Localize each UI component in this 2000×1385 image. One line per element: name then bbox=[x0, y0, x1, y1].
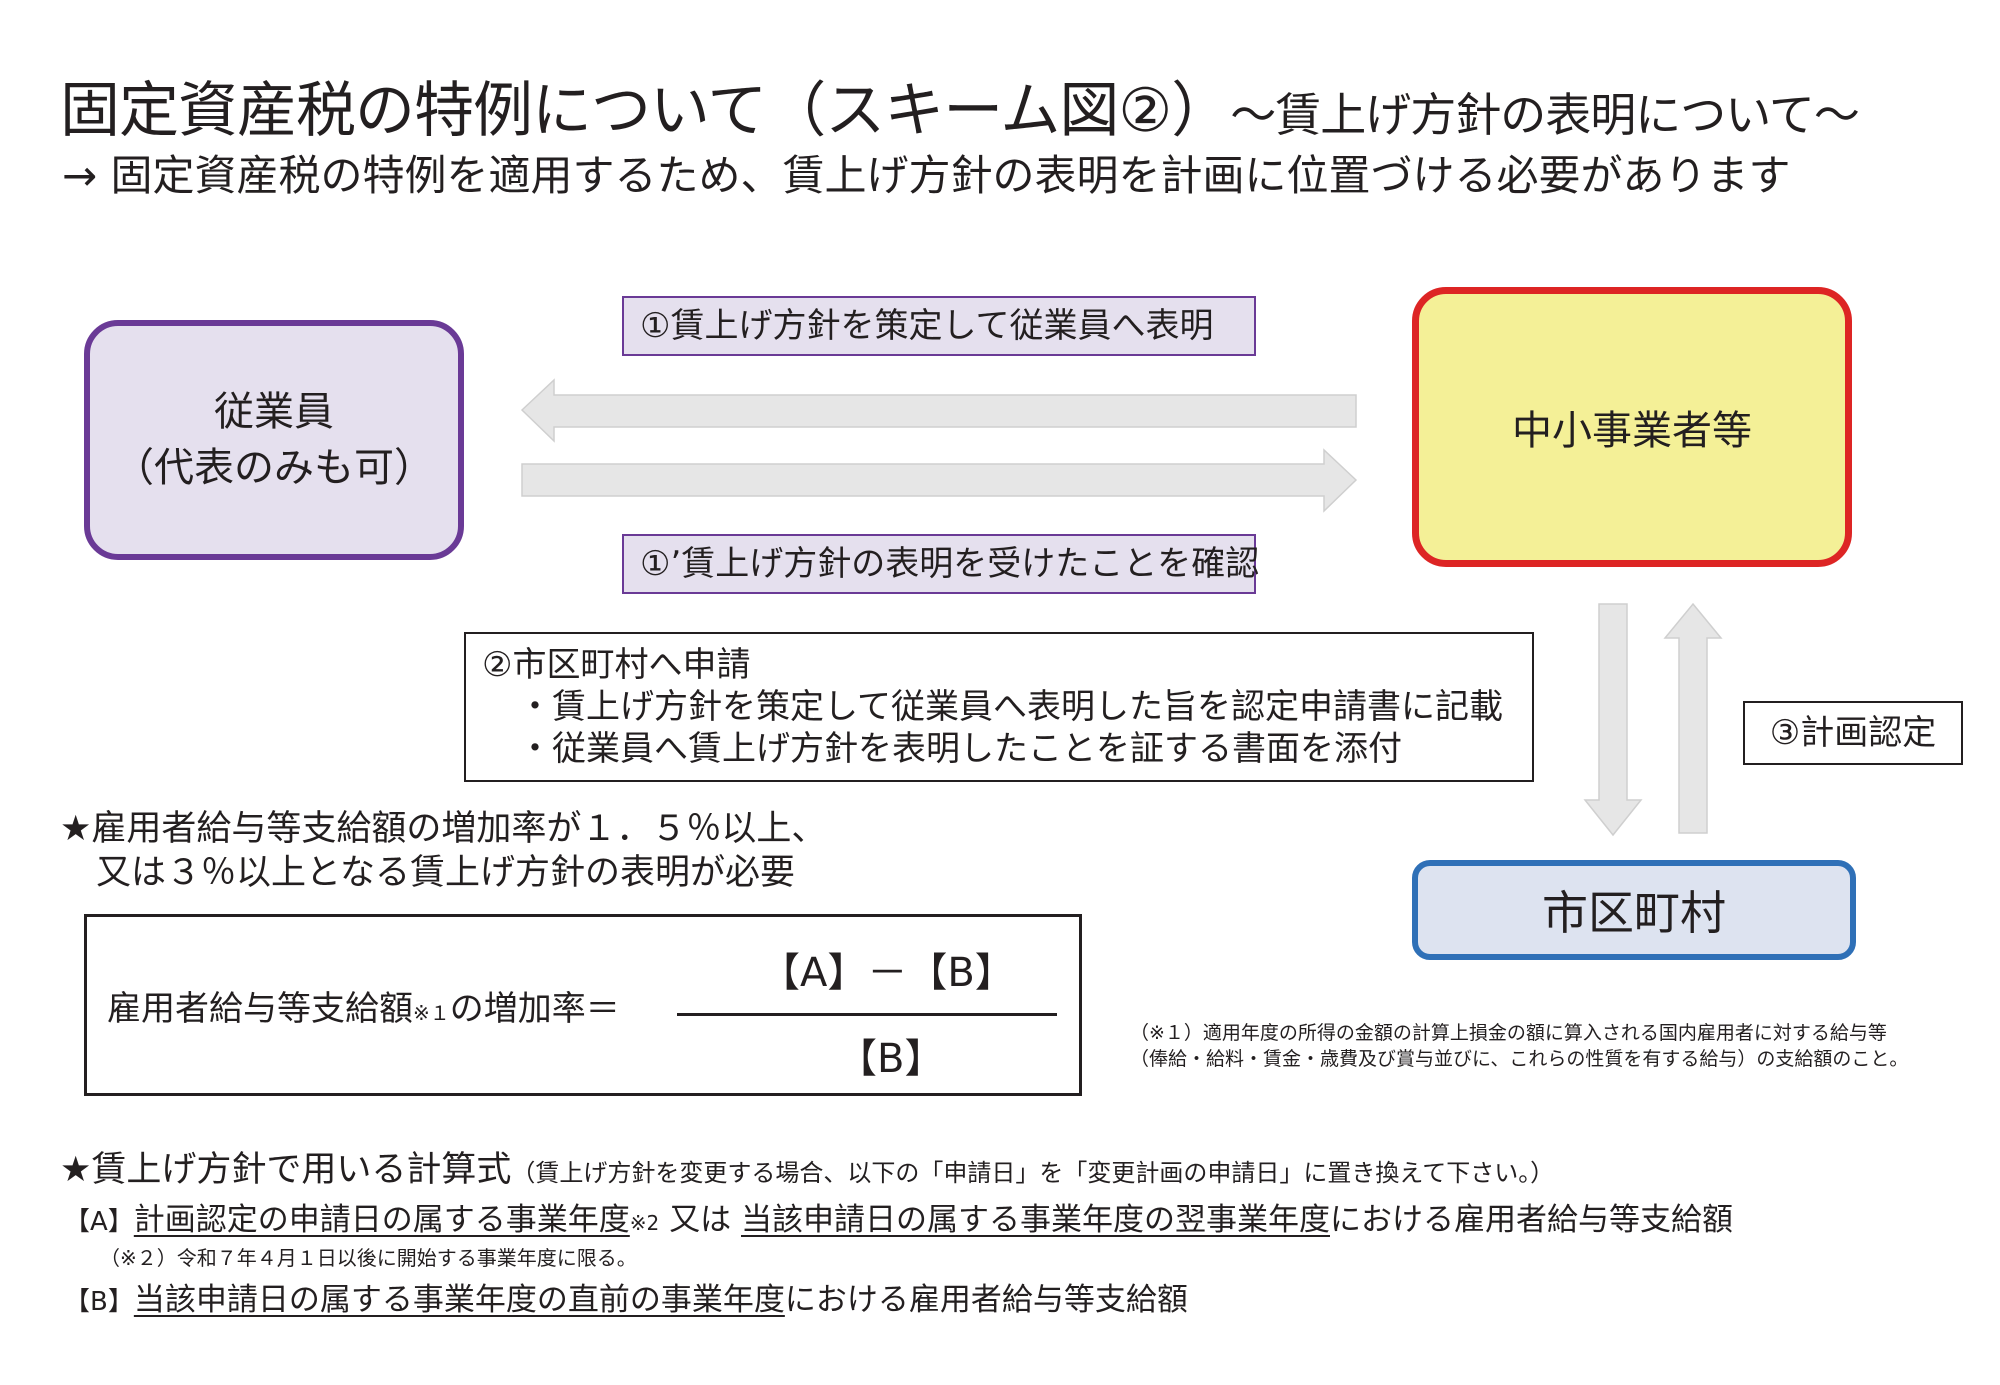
sme-label: 中小事業者等 bbox=[1512, 408, 1752, 454]
formula-denominator: 【B】 bbox=[837, 1036, 945, 1082]
formula-lhs-suffix: の増加率＝ bbox=[449, 989, 620, 1029]
city-node: 市区町村 bbox=[1412, 860, 1856, 960]
definition-b: 【B】当該申請日の属する事業年度の直前の事業年度における雇用者給与等支給額 bbox=[64, 1278, 1188, 1324]
calc-heading-note: （賃上げ方針を変更する場合、以下の「申請日」を「変更計画の申請日」に置き換えて下… bbox=[511, 1159, 1555, 1187]
employee-label: 従業員 bbox=[214, 389, 334, 435]
formula-box: 雇用者給与等支給額※１の増加率＝ 【A】－【B】 【B】 bbox=[84, 914, 1082, 1096]
step3-label: ③計画認定 bbox=[1743, 701, 1963, 765]
step2-application-box: ②市区町村へ申請 ・賃上げ方針を策定して従業員へ表明した旨を認定申請書に記載 ・… bbox=[464, 632, 1534, 782]
definition-b-mark: 【B】 bbox=[64, 1287, 134, 1317]
employee-sublabel: （代表のみも可） bbox=[114, 445, 434, 491]
title-main: 固定資産税の特例について（スキーム図②） bbox=[60, 76, 1231, 146]
definition-a-mark: 【A】 bbox=[64, 1207, 134, 1237]
step1-confirm-label: ①’賃上げ方針の表明を受けたことを確認 bbox=[622, 534, 1259, 594]
footnote-1-line-2: （俸給・給料・賃金・歳費及び賞与並びに、これらの性質を有する給与）の支給額のこと… bbox=[1130, 1048, 1909, 1070]
footnote-2: （※２）令和７年４月１日以後に開始する事業年度に限る。 bbox=[100, 1246, 637, 1270]
requirement-line-1: ★雇用者給与等支給額の増加率が１．５％以上、 bbox=[60, 809, 827, 849]
calc-heading-text: ★賃上げ方針で用いる計算式 bbox=[60, 1150, 512, 1190]
definition-a-mid: 又は bbox=[659, 1202, 741, 1238]
arrow-to-employee bbox=[520, 378, 1357, 443]
requirement-line-2: 又は３％以上となる賃上げ方針の表明が必要 bbox=[96, 853, 795, 893]
formula-lhs: 雇用者給与等支給額※１の増加率＝ bbox=[107, 989, 620, 1033]
arrow-to-sme-from-city bbox=[1663, 602, 1723, 834]
title-sub: 〜賃上げ方針の表明について〜 bbox=[1230, 88, 1860, 142]
definition-a-part-2: 当該申請日の属する事業年度の翌事業年度 bbox=[741, 1202, 1330, 1238]
arrow-to-city bbox=[1583, 603, 1643, 837]
definition-a: 【A】計画認定の申請日の属する事業年度※2 又は 当該申請日の属する事業年度の翌… bbox=[64, 1198, 1733, 1245]
fraction-bar bbox=[677, 1013, 1057, 1016]
formula-numerator: 【A】－【B】 bbox=[760, 950, 1015, 996]
employee-node: 従業員 （代表のみも可） bbox=[84, 320, 464, 560]
formula-lhs-note: ※１ bbox=[413, 1001, 450, 1025]
city-label: 市区町村 bbox=[1542, 886, 1726, 940]
footnote-1: （※１）適用年度の所得の金額の計算上損金の額に算入される国内雇用者に対する給与等… bbox=[1130, 1020, 1908, 1072]
calc-heading: ★賃上げ方針で用いる計算式（賃上げ方針を変更する場合、以下の「申請日」を「変更計… bbox=[60, 1146, 1554, 1197]
step2-bullet-2: ・従業員へ賃上げ方針を表明したことを証する書面を添付 bbox=[518, 729, 1402, 769]
definition-a-note: ※2 bbox=[629, 1211, 660, 1235]
formula-lhs-text: 雇用者給与等支給額 bbox=[107, 989, 413, 1029]
step1-label: ①賃上げ方針を策定して従業員へ表明 bbox=[622, 296, 1256, 356]
step2-bullet-1: ・賃上げ方針を策定して従業員へ表明した旨を認定申請書に記載 bbox=[518, 687, 1503, 727]
step2-title: ②市区町村へ申請 bbox=[482, 645, 751, 685]
sme-node: 中小事業者等 bbox=[1412, 287, 1852, 567]
page-title: 固定資産税の特例について（スキーム図②）〜賃上げ方針の表明について〜 bbox=[60, 76, 1860, 150]
definition-b-suffix: における雇用者給与等支給額 bbox=[784, 1282, 1188, 1318]
footnote-1-line-1: （※１）適用年度の所得の金額の計算上損金の額に算入される国内雇用者に対する給与等 bbox=[1130, 1022, 1887, 1044]
page-subtitle: → 固定資産税の特例を適用するため、賃上げ方針の表明を計画に位置づける必要があり… bbox=[62, 151, 1791, 200]
definition-a-part-1: 計画認定の申請日の属する事業年度 bbox=[133, 1202, 630, 1238]
definition-a-suffix: における雇用者給与等支給額 bbox=[1330, 1202, 1733, 1238]
definition-b-part-1: 当該申請日の属する事業年度の直前の事業年度 bbox=[133, 1282, 785, 1318]
arrow-to-sme bbox=[521, 448, 1358, 513]
